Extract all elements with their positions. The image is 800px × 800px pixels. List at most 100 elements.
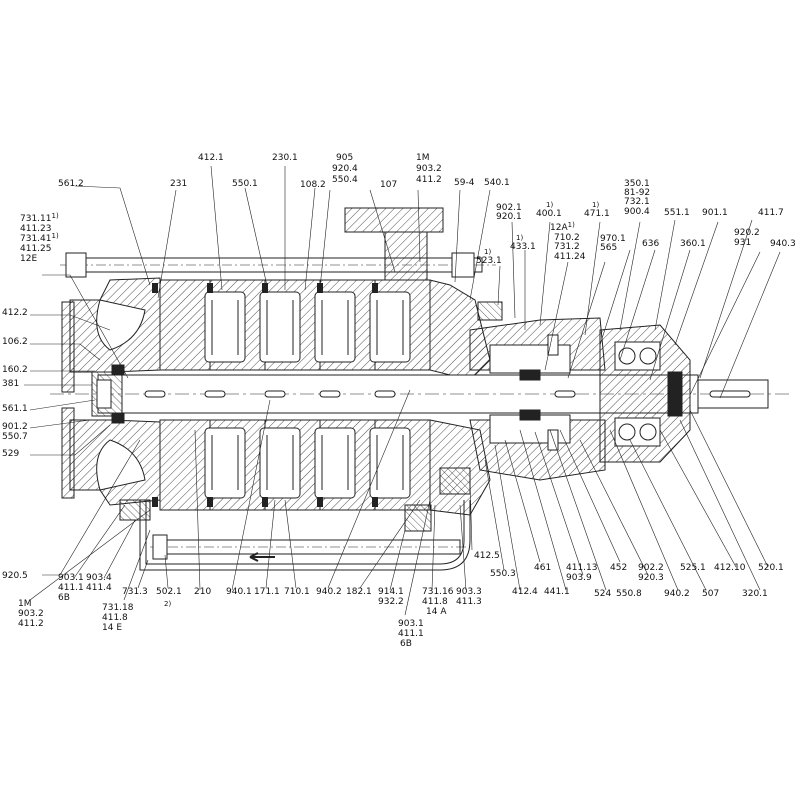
label-182-1: 182.1: [346, 587, 372, 597]
label-411-1-left: 411.1: [58, 583, 84, 593]
label-471-1: 471.1: [584, 209, 610, 219]
label-412-2: 412.2: [2, 308, 28, 318]
label-914-1: 914.1: [378, 587, 404, 597]
label-12e: 12E: [20, 254, 38, 264]
label-550-4: 550.4: [332, 175, 358, 185]
label-731-16: 731.16: [422, 587, 454, 597]
label-710-1: 710.1: [284, 587, 310, 597]
label-903-4: 903.4: [86, 573, 112, 583]
label-441-1: 441.1: [544, 587, 570, 597]
footnote-433-1: 1): [516, 234, 524, 242]
label-901-2: 901.2: [2, 422, 28, 432]
label-106-2: 106.2: [2, 337, 28, 347]
label-411-8-right: 411.8: [422, 597, 448, 607]
label-411-23: 411.23: [20, 224, 52, 234]
balancing-line: [119, 467, 471, 571]
label-550-1: 550.1: [232, 179, 258, 189]
label-107: 107: [380, 180, 398, 190]
label-905: 905: [336, 153, 354, 163]
label-561-1: 561.1: [2, 404, 28, 414]
label-902-1: 902.1: [496, 203, 522, 213]
label-903-1-bottom: 903.1: [398, 619, 424, 629]
label-210: 210: [194, 587, 212, 597]
seal-housing: [469, 301, 606, 481]
label-381: 381: [2, 379, 20, 389]
label-901-1: 901.1: [702, 208, 728, 218]
label-550-8: 550.8: [616, 589, 642, 599]
label-920-2: 920.2: [734, 228, 760, 238]
label-411-3: 411.3: [456, 597, 482, 607]
label-171-1: 171.1: [254, 587, 280, 597]
label-230-1: 230.1: [272, 153, 298, 163]
label-520-1: 520.1: [758, 563, 784, 573]
footnote-523-1: 1): [484, 248, 492, 256]
label-452: 452: [610, 563, 628, 573]
label-731-18: 731.18: [102, 603, 134, 613]
label-524: 524: [594, 589, 612, 599]
label-565: 565: [600, 243, 618, 253]
label-320-1: 320.1: [742, 589, 768, 599]
impellers: [204, 291, 411, 499]
label-1m-bottom: 1M: [18, 599, 32, 609]
label-411-13: 411.13: [566, 563, 598, 573]
label-507: 507: [702, 589, 720, 599]
label-411-2-top: 411.2: [416, 175, 442, 185]
label-360-1: 360.1: [680, 239, 706, 249]
label-940-3: 940.3: [770, 239, 796, 249]
label-931: 931: [734, 238, 752, 248]
label-525-1: 525.1: [680, 563, 706, 573]
label-540-1: 540.1: [484, 178, 510, 188]
label-529: 529: [2, 449, 20, 459]
label-561-2: 561.2: [58, 179, 84, 189]
label-108-2: 108.2: [300, 180, 326, 190]
label-81-92: 81-92: [624, 188, 651, 198]
label-411-1-bottom: 411.1: [398, 629, 424, 639]
label-940-2-bottom: 940.2: [316, 587, 342, 597]
label-550-3: 550.3: [490, 569, 516, 579]
label-461: 461: [534, 563, 552, 573]
label-59-4: 59-4: [454, 178, 475, 188]
label-900-4: 900.4: [624, 207, 650, 217]
label-920-5: 920.5: [2, 571, 28, 581]
label-903-2-bottom: 903.2: [18, 609, 44, 619]
label-12a: 12A1): [550, 221, 575, 233]
suction-casing: [61, 277, 161, 506]
label-920-1: 920.1: [496, 212, 522, 222]
label-940-2-right: 940.2: [664, 589, 690, 599]
shaft: [50, 374, 790, 414]
label-920-4: 920.4: [332, 164, 358, 174]
label-636: 636: [642, 239, 660, 249]
label-350-1: 350.1: [624, 179, 650, 189]
label-523-1: 523.1: [476, 256, 502, 266]
label-411-4: 411.4: [86, 583, 112, 593]
label-710-2: 710.2: [554, 233, 580, 243]
suction-bearing: [91, 364, 125, 424]
label-14e: 14 E: [102, 623, 122, 633]
label-731-3: 731.3: [122, 587, 148, 597]
label-903-1-left: 903.1: [58, 573, 84, 583]
label-502-1: 502.1: [156, 587, 182, 597]
footnote-471-1: 1): [592, 201, 600, 209]
label-903-9: 903.9: [566, 573, 592, 583]
label-6b-left: 6B: [58, 593, 70, 603]
label-411-8-left: 411.8: [102, 613, 128, 623]
label-400-1: 400.1: [536, 209, 562, 219]
drive-bearing-housing: [599, 324, 691, 463]
label-411-25: 411.25: [20, 244, 52, 254]
label-14a: 14 A: [426, 607, 447, 617]
label-920-3: 920.3: [638, 573, 664, 583]
label-903-2-top: 903.2: [416, 164, 442, 174]
label-160-2: 160.2: [2, 365, 28, 375]
label-411-2-bottom: 411.2: [18, 619, 44, 629]
label-902-2: 902.2: [638, 563, 664, 573]
label-732-1: 732.1: [624, 197, 650, 207]
leader-lines: [24, 165, 781, 616]
label-412-4: 412.4: [512, 587, 538, 597]
label-1m-top: 1M: [416, 153, 430, 163]
label-731-2: 731.2: [554, 242, 580, 252]
label-231: 231: [170, 179, 188, 189]
footnote-400-1: 1): [546, 201, 554, 209]
label-6b-bottom: 6B: [400, 639, 412, 649]
label-412-10: 412.10: [714, 563, 746, 573]
